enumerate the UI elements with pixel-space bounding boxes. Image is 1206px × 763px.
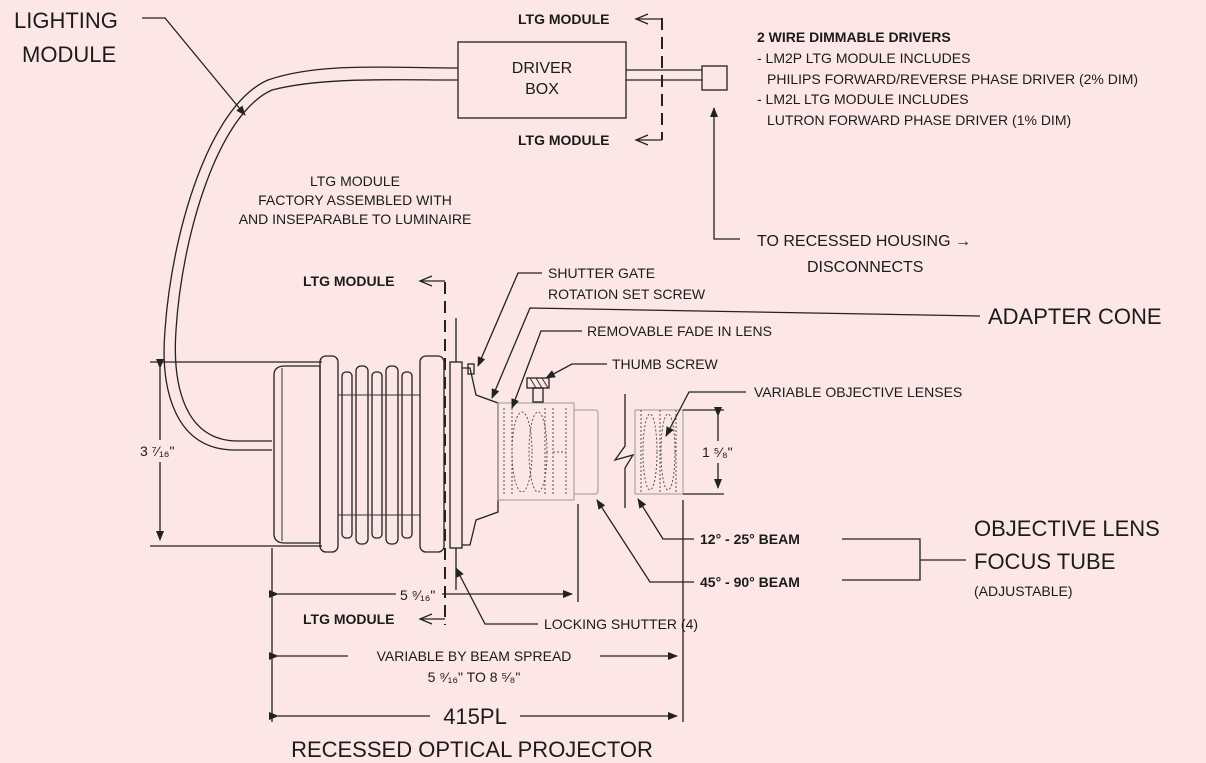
locking-shutter-label: LOCKING SHUTTER (4) (544, 616, 698, 632)
driver-box-label-2: BOX (525, 81, 559, 98)
lighting-module-leader (142, 17, 246, 116)
shutter-gate-label-1: SHUTTER GATE (548, 265, 655, 281)
objective-lenses-leader (665, 391, 746, 437)
focus-bracket (842, 538, 921, 581)
objective-lenses-label: VARIABLE OBJECTIVE LENSES (754, 384, 962, 400)
thumb-screw-leader (545, 363, 607, 379)
model-label: 415PL (443, 704, 507, 729)
variable-label-2: 5 ⁹⁄₁₆" TO 8 ⁵⁄₈" (428, 669, 521, 685)
shutter-gate-label-2: ROTATION SET SCREW (548, 286, 706, 302)
ltg-arrowhead-b (634, 134, 649, 146)
housing-leader (710, 107, 740, 240)
ltg-arrowhead-d (418, 613, 433, 625)
focus-label-2: FOCUS TUBE (974, 549, 1115, 574)
factory-note-1: LTG MODULE (310, 173, 400, 189)
dim-tube-label: 1 ⁵⁄₈" (702, 444, 733, 460)
factory-note-3: AND INSEPARABLE TO LUMINAIRE (239, 211, 472, 227)
drivers-line-4: LUTRON FORWARD PHASE DRIVER (1% DIM) (767, 112, 1071, 128)
housing-label-1: TO RECESSED HOUSING → (757, 233, 971, 250)
drivers-line-1: - LM2P LTG MODULE INCLUDES (757, 50, 970, 66)
thumb-screw-label: THUMB SCREW (612, 356, 719, 372)
focus-label-1: OBJECTIVE LENS (974, 516, 1160, 541)
lighting-module-label-2: MODULE (22, 42, 116, 67)
shutter-gate-leader (477, 272, 542, 367)
connector (701, 65, 728, 91)
adapter-cone-label: ADAPTER CONE (988, 304, 1162, 329)
lighting-module-label-1: LIGHTING (14, 8, 118, 33)
break-line (613, 394, 635, 508)
fixture-body (273, 318, 499, 590)
dim-tube-mask (700, 441, 742, 463)
ltg-module-label-a: LTG MODULE (518, 11, 610, 27)
drivers-line-3: - LM2L LTG MODULE INCLUDES (757, 91, 969, 107)
dim-length-mask (396, 584, 442, 604)
housing-label-2: DISCONNECTS (807, 259, 923, 276)
locking-shutter-leader (455, 567, 538, 625)
beam-wide-leader (596, 499, 694, 583)
ltg-module-label-b: LTG MODULE (518, 132, 610, 148)
beam-narrow-label: 12° - 25° BEAM (700, 531, 800, 547)
beam-wide-label: 45° - 90° BEAM (700, 574, 800, 590)
dim-height-mask (138, 440, 188, 462)
drivers-line-2: PHILIPS FORWARD/REVERSE PHASE DRIVER (2%… (767, 71, 1138, 87)
dim-length-label: 5 ⁹⁄₁₆" (400, 587, 435, 603)
cable-outer (163, 66, 459, 451)
dim-height-label: 3 ⁷⁄₁₆" (140, 443, 174, 459)
ltg-arrowhead-c (418, 275, 433, 287)
variable-label-1: VARIABLE BY BEAM SPREAD (377, 648, 572, 664)
factory-note-2: FACTORY ASSEMBLED WITH (258, 192, 452, 208)
fade-lens-label: REMOVABLE FADE IN LENS (587, 323, 772, 339)
drivers-title: 2 WIRE DIMMABLE DRIVERS (757, 29, 951, 45)
lens-housing (497, 377, 599, 501)
focus-label-3: (ADJUSTABLE) (974, 583, 1073, 599)
dim-model-mask (430, 704, 520, 728)
ltg-module-label-c: LTG MODULE (303, 273, 395, 289)
fade-lens-leader (511, 330, 582, 409)
driver-box (457, 41, 627, 119)
cable-inner (174, 79, 459, 442)
dim-variable-mask (348, 644, 600, 666)
product-name: RECESSED OPTICAL PROJECTOR (291, 737, 653, 762)
focus-tube (634, 409, 684, 495)
driver-box-label-1: DRIVER (512, 60, 572, 77)
adapter-cone-leader (491, 307, 981, 399)
ltg-module-label-d: LTG MODULE (303, 611, 395, 627)
ltg-arrowhead-a (634, 13, 649, 25)
beam-narrow-leader (637, 498, 694, 540)
